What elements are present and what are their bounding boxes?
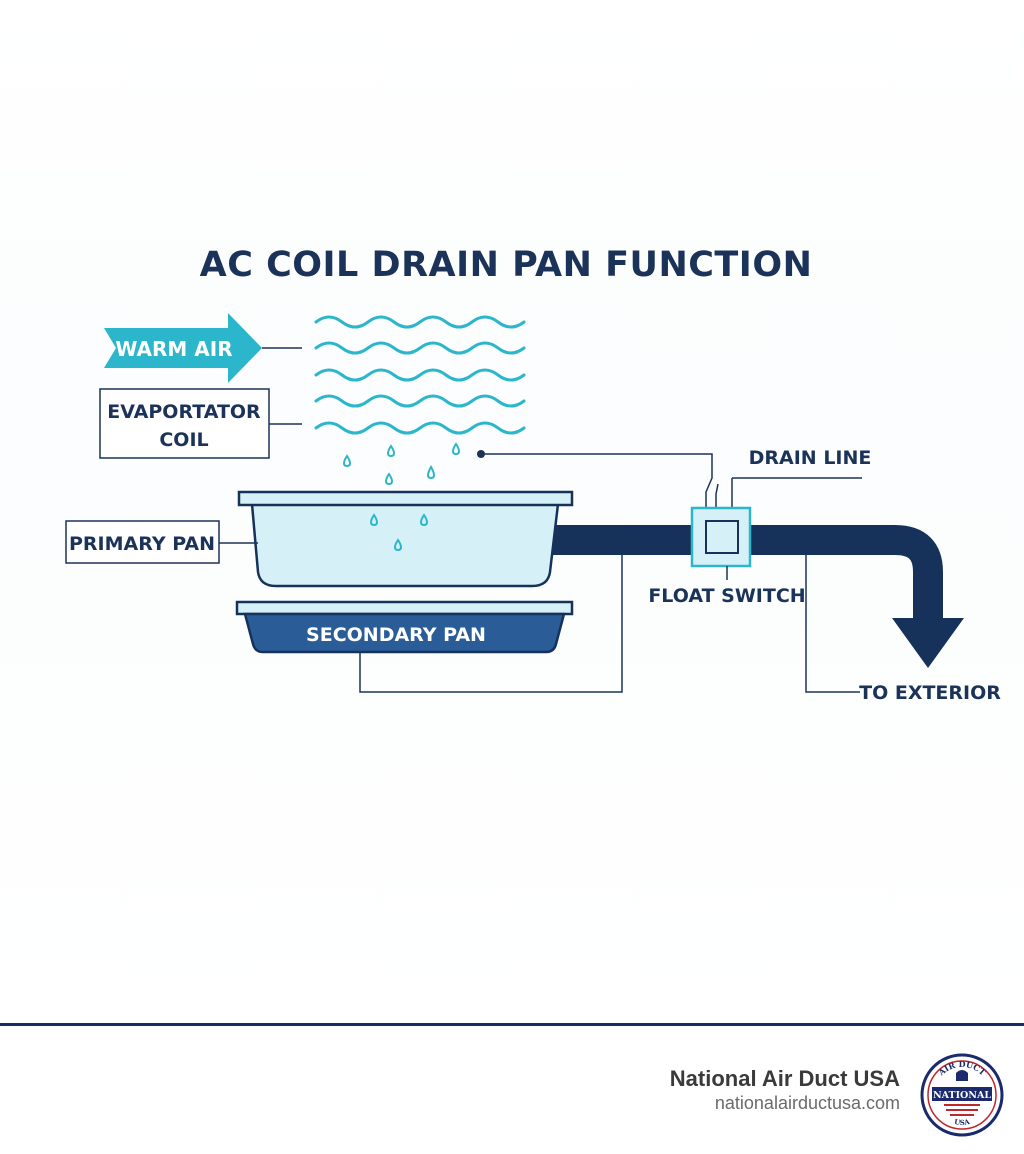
diagram-canvas: AC COIL DRAIN PAN FUNCTION WARM AIR EVAP… xyxy=(0,0,1024,1025)
logo-arc-bottom: USA xyxy=(953,1117,971,1127)
warm-air-label: WARM AIR xyxy=(115,337,232,361)
logo-text: NATIONAL xyxy=(933,1090,991,1101)
brand-name: National Air Duct USA xyxy=(669,1066,900,1091)
overflow-connector xyxy=(359,555,623,693)
drain-line-label: DRAIN LINE xyxy=(749,447,872,469)
secondary-pan-label: SECONDARY PAN xyxy=(306,624,486,646)
warm-air-arrow: WARM AIR xyxy=(104,313,262,383)
float-switch xyxy=(690,506,752,580)
water-droplets xyxy=(343,442,460,486)
evaporator-label-line1: EVAPORTATOR xyxy=(107,401,261,423)
footer: National Air Duct USA nationalairductusa… xyxy=(0,1023,1024,1154)
primary-pan-label: PRIMARY PAN xyxy=(69,533,215,555)
drain-pipe xyxy=(545,525,964,668)
evaporator-coil-icon xyxy=(314,315,526,435)
to-exterior-arrow xyxy=(892,618,964,668)
primary-pan-callout: PRIMARY PAN xyxy=(65,520,220,564)
to-exterior-leader xyxy=(805,555,860,693)
diagram-title: AC COIL DRAIN PAN FUNCTION xyxy=(200,245,813,285)
secondary-pan: SECONDARY PAN xyxy=(235,600,574,654)
evaporator-coil-callout: EVAPORTATOR COIL xyxy=(99,388,270,459)
national-air-duct-logo-icon: AIR DUCT NATIONAL USA xyxy=(920,1053,1004,1137)
brand-url[interactable]: nationalairductusa.com xyxy=(714,1093,900,1113)
primary-pan xyxy=(237,490,574,588)
float-switch-label: FLOAT SWITCH xyxy=(648,585,805,607)
drain-pan-diagram: AC COIL DRAIN PAN FUNCTION WARM AIR EVAP… xyxy=(65,245,1001,704)
brand-block: National Air Duct USA nationalairductusa… xyxy=(670,1066,900,1114)
to-exterior-label: TO EXTERIOR xyxy=(859,682,1001,704)
svg-text:USA: USA xyxy=(953,1117,971,1127)
drain-line-leader xyxy=(477,450,862,510)
evaporator-label-line2: COIL xyxy=(159,429,208,451)
